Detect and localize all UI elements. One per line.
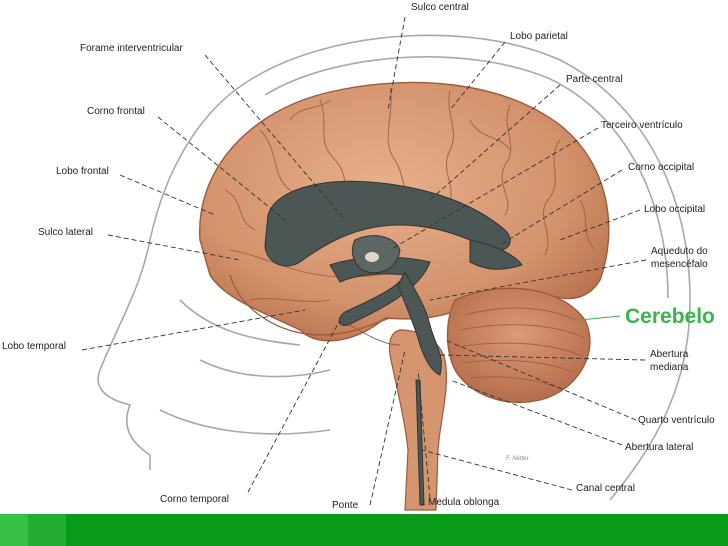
cerebellum xyxy=(446,287,591,403)
label-corno-temporal: Corno temporal xyxy=(160,494,229,505)
label-corno-frontal: Corno frontal xyxy=(87,106,145,117)
label-terceiro-ventriculo: Terceiro ventrículo xyxy=(601,120,683,131)
footer-bar xyxy=(0,514,728,546)
interthalamic-adhesion xyxy=(365,252,379,262)
head-outline xyxy=(97,34,691,501)
label-cerebelo: Cerebelo xyxy=(625,305,715,328)
label-sulco-lateral: Sulco lateral xyxy=(38,227,94,238)
label-sulco-central: Sulco central xyxy=(411,2,469,13)
label-medula-oblonga: Medula oblonga xyxy=(428,497,500,508)
label-corno-occipital: Corno occipital xyxy=(628,162,695,173)
label-canal-central: Canal central xyxy=(576,483,635,494)
label-ponte: Ponte xyxy=(332,500,359,511)
label-forame-interventricular: Forame interventricular xyxy=(80,43,183,54)
label-abertura-mediana-line2: mediana xyxy=(650,362,689,373)
label-quarto-ventriculo: Quarto ventrículo xyxy=(638,415,715,426)
footer-segment xyxy=(28,514,66,546)
leader-lines xyxy=(81,16,647,506)
footer-segment xyxy=(0,514,28,546)
label-lobo-occipital: Lobo occipital xyxy=(644,204,706,215)
label-abertura-mediana-line1: Abertura xyxy=(650,349,689,360)
label-parte-central: Parte central xyxy=(566,74,623,85)
artist-signature: F. Netter xyxy=(506,456,529,462)
ventricular-system xyxy=(264,180,523,506)
label-abertura-lateral: Abertura lateral xyxy=(625,442,694,453)
label-lobo-temporal: Lobo temporal xyxy=(2,341,66,352)
footer-segment xyxy=(66,514,728,546)
label-aqueduto-line1: Aqueduto do xyxy=(651,246,708,257)
label-lobo-parietal: Lobo parietal xyxy=(510,31,568,42)
label-lobo-frontal: Lobo frontal xyxy=(56,166,109,177)
label-aqueduto-line2: mesencéfalo xyxy=(651,259,708,270)
